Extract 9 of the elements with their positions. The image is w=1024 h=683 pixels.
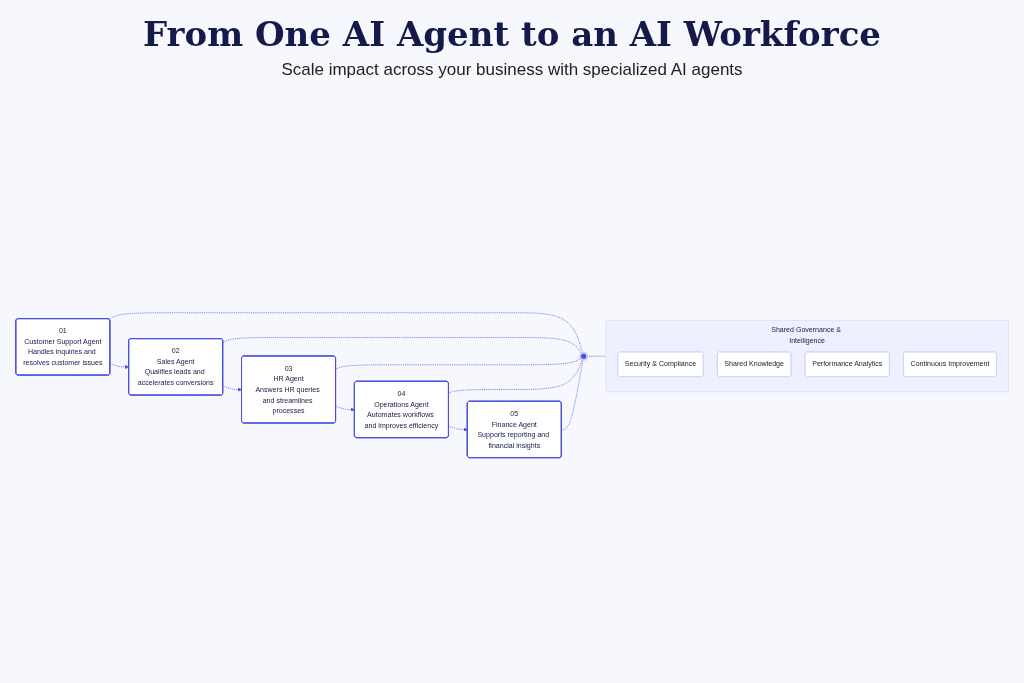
connector <box>335 358 582 370</box>
connector <box>222 337 582 354</box>
connector <box>586 356 607 357</box>
subtitle: Scale impact across your business with specialized AI agents <box>281 60 743 80</box>
title: From One AI Agent to an AI Workforce <box>143 14 881 54</box>
connector <box>448 359 583 394</box>
node-circle <box>579 352 589 361</box>
connector <box>561 359 584 431</box>
connector <box>108 312 583 354</box>
